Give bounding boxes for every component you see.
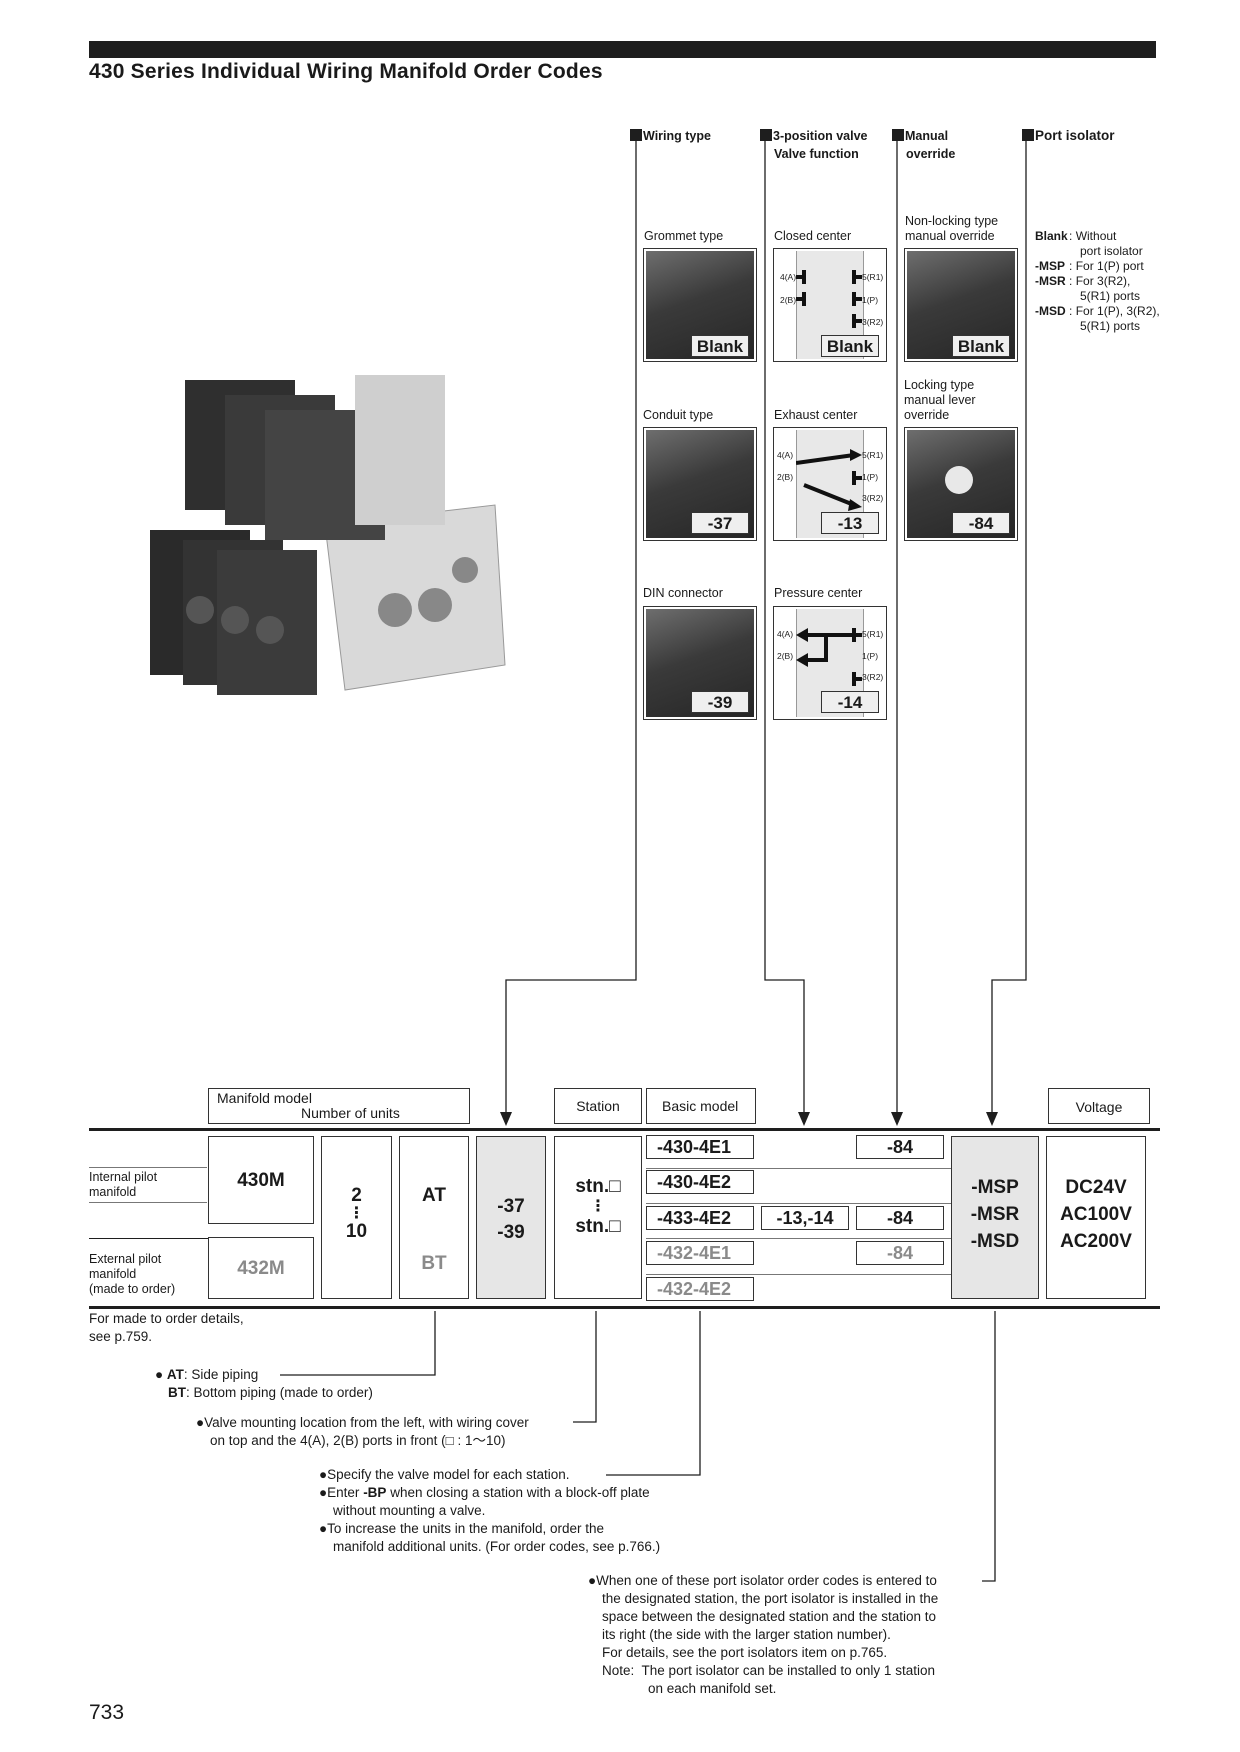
closed-center-symbol	[796, 270, 862, 328]
valve-option-pressure-center: 4(A) 2(B) 5(R1) 1(P) 3(R2) -14	[773, 606, 887, 720]
voltage-column: DC24V AC100V AC200V	[1046, 1136, 1146, 1299]
table-bottom-rule	[89, 1306, 1160, 1309]
title-bar	[89, 41, 1156, 58]
option-code: -13	[821, 512, 879, 534]
wiring-option-conduit: -37	[643, 427, 757, 541]
exhaust-center-symbol	[796, 449, 862, 511]
port-isolator-column: -MSP -MSR -MSD	[951, 1136, 1039, 1299]
pressure-center-symbol	[796, 628, 862, 686]
isolator-item: -MSP: For 1(P) port	[1035, 259, 1144, 273]
wiring-option-label: DIN connector	[643, 586, 723, 600]
wiring-option-din: -39	[643, 606, 757, 720]
manual-option-locking: -84	[904, 427, 1018, 541]
basic-model-item: -430-4E2	[646, 1170, 754, 1194]
manual-option-non-locking: Blank	[904, 248, 1018, 362]
option-code: -14	[821, 691, 879, 713]
option-code: Blank	[952, 335, 1010, 357]
basic-model-item: -433-4E2	[646, 1206, 754, 1230]
piping-column: AT BT	[399, 1136, 469, 1299]
row-divider	[89, 1238, 299, 1239]
valve-option-label: Closed center	[774, 229, 852, 243]
port-isolator-list: Blank: Without port isolator -MSP: For 1…	[1035, 229, 1185, 334]
table-top-rule	[89, 1128, 1160, 1131]
units-column: 2 ⋮ 10	[321, 1136, 392, 1299]
wiring-code-column: -37 -39	[476, 1136, 546, 1299]
manual-override-code: -84	[856, 1135, 944, 1159]
wiring-option-grommet: Blank	[643, 248, 757, 362]
valve-option-closed-center: 4(A) 2(B) 5(R1) 1(P) 3(R2) Blank	[773, 248, 887, 362]
option-code: -39	[691, 691, 749, 713]
made-to-order-note: For made to order details,see p.759.	[89, 1311, 244, 1344]
voltage-header: Voltage	[1048, 1088, 1150, 1124]
isolator-item: -MSR: For 3(R2),	[1035, 274, 1131, 288]
option-code: Blank	[821, 335, 879, 357]
manifold-430m: 430M	[208, 1136, 314, 1224]
valve-option-exhaust-center: 4(A) 2(B) 5(R1) 1(P) 3(R2) -13	[773, 427, 887, 541]
valve-option-label: Pressure center	[774, 586, 863, 600]
isolator-item: -MSD: For 1(P), 3(R2),	[1035, 304, 1160, 318]
manual-override-code: -84	[856, 1206, 944, 1230]
wiring-type-heading: Wiring type	[630, 127, 711, 145]
valve-function-code: -13,-14	[761, 1206, 849, 1230]
basic-model-item: -430-4E1	[646, 1135, 754, 1159]
basic-model-notes: ●Specify the valve model for each statio…	[319, 1467, 661, 1554]
port-isolator-note: ●When one of these port isolator order c…	[588, 1573, 939, 1696]
manual-lever-knob	[945, 466, 973, 494]
piping-note: ● AT: Side piping BT: Bottom piping (mad…	[155, 1367, 373, 1400]
wiring-option-label: Conduit type	[643, 408, 714, 422]
wiring-option-label: Grommet type	[644, 229, 724, 243]
valve-option-label: Exhaust center	[774, 408, 858, 422]
isolator-item: Blank: Without	[1035, 229, 1117, 243]
station-column: stn.□ ⋮ stn.□	[554, 1136, 642, 1299]
manifold-model-header: Manifold model Number of units	[208, 1088, 470, 1124]
manual-override-code: -84	[856, 1241, 944, 1265]
basic-model-header: Basic model	[646, 1088, 756, 1124]
option-code: -37	[691, 512, 749, 534]
port-isolator-heading: Port isolator	[1022, 127, 1115, 145]
option-code: Blank	[691, 335, 749, 357]
station-header: Station	[554, 1088, 642, 1124]
basic-model-item: -432-4E1	[646, 1241, 754, 1265]
page-title: 430 Series Individual Wiring Manifold Or…	[89, 60, 603, 83]
basic-model-item: -432-4E2	[646, 1277, 754, 1301]
manifold-432m: 432M	[208, 1237, 314, 1299]
station-note: ●Valve mounting location from the left, …	[196, 1415, 529, 1448]
page-number: 733	[89, 1701, 125, 1724]
option-code: -84	[952, 512, 1010, 534]
manifold-product-photo	[150, 375, 506, 695]
